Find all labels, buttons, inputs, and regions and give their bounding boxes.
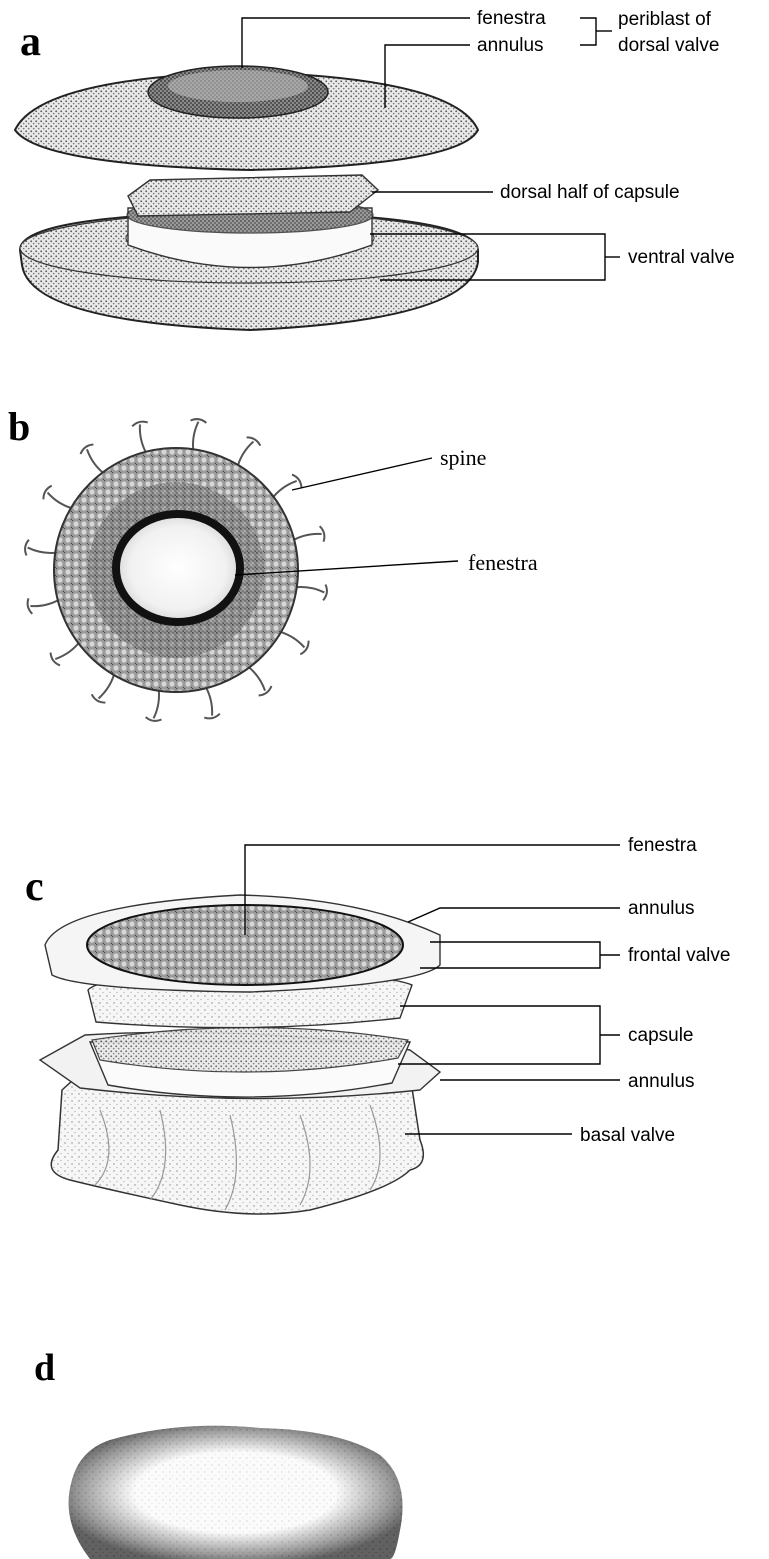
label-c-basal-valve: basal valve [580, 1125, 675, 1146]
spine-tip [247, 437, 261, 445]
fenestra-b-shape [116, 514, 240, 622]
label-a-ventral-valve: ventral valve [628, 247, 735, 268]
label-c-frontal-valve: frontal valve [628, 945, 730, 966]
label-a-periblast-line1: periblast of [618, 9, 712, 30]
label-a-periblast-line2: dorsal valve [618, 35, 719, 56]
label-c-annulus-bottom: annulus [628, 1071, 695, 1092]
capsule-shape [127, 175, 378, 268]
panel-letter-c: c [25, 864, 44, 910]
label-c-fenestra: fenestra [628, 835, 697, 856]
spine-tip [43, 486, 51, 500]
label-a-fenestra: fenestra [477, 8, 546, 29]
label-b-fenestra: fenestra [468, 550, 538, 575]
dorsal-valve-shape [15, 66, 478, 170]
label-c-annulus-top: annulus [628, 898, 695, 919]
label-a-dorsal-half-capsule: dorsal half of capsule [500, 182, 680, 203]
spine-tip [300, 641, 308, 655]
spine-tip [259, 686, 272, 695]
label-b-spine: spine [440, 445, 486, 470]
panel-letter-a: a [20, 19, 41, 65]
panel-d: d [34, 1347, 403, 1559]
label-a-annulus: annulus [477, 35, 544, 56]
panel-b: b spine fenestra [8, 404, 538, 721]
panel-letter-b: b [8, 404, 30, 449]
panel-a: a fenestra annulus periblast of [15, 8, 735, 330]
panel-c: c fenestra annulus frontal valve capsule… [25, 835, 730, 1214]
spine-tip [92, 694, 106, 702]
spine-tip [292, 475, 301, 488]
panel-letter-d: d [34, 1347, 55, 1389]
label-c-capsule: capsule [628, 1025, 694, 1046]
